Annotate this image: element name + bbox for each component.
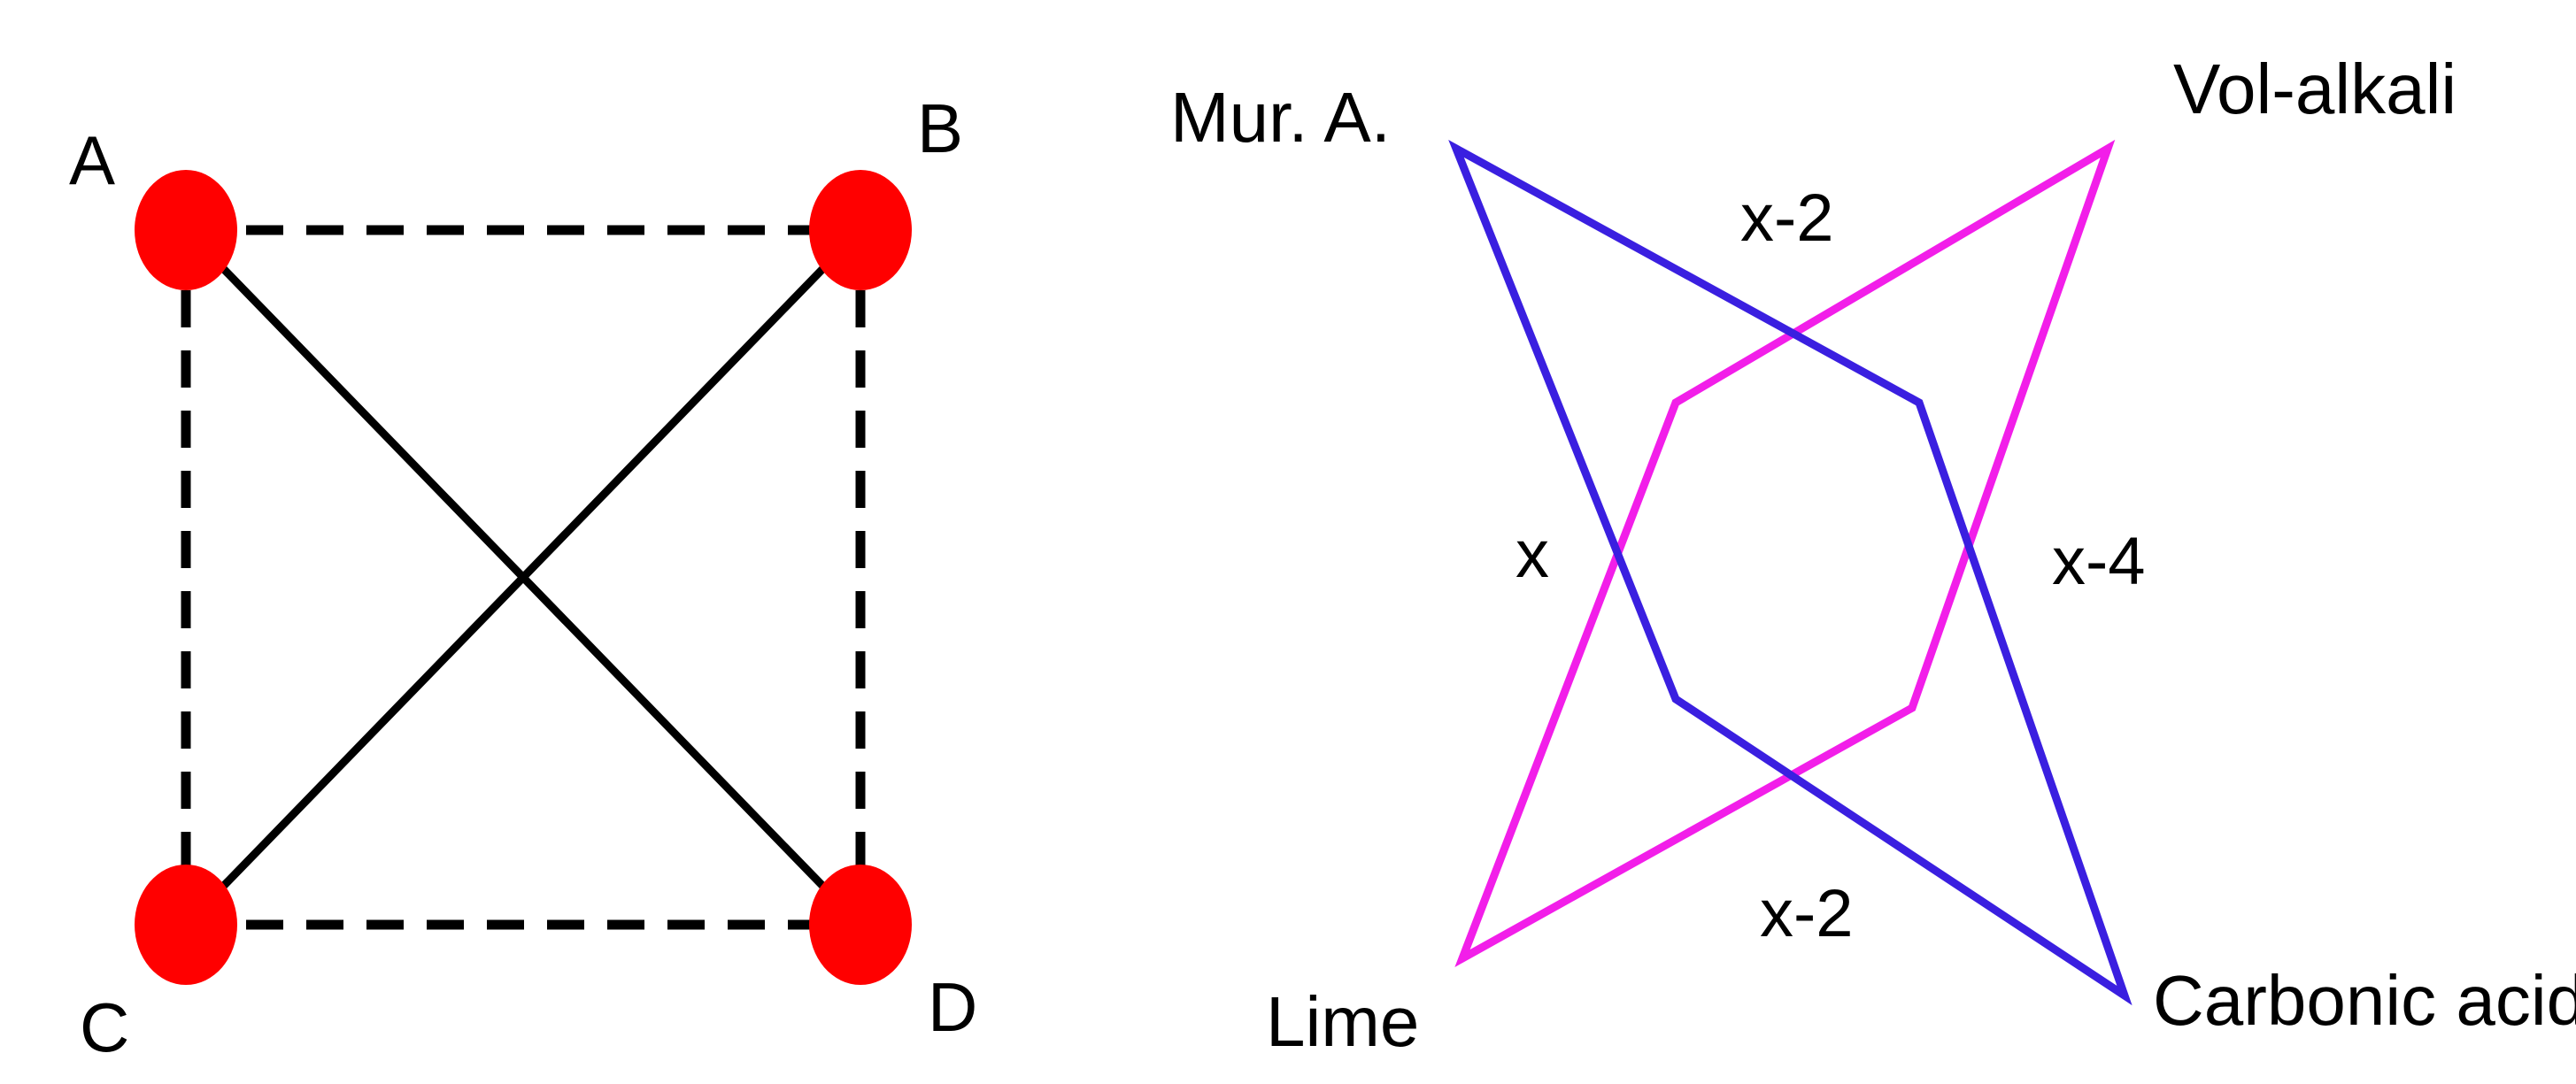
solid-edge-b-c — [182, 227, 864, 928]
node-d — [809, 865, 912, 985]
edge-label-right: x-4 — [2052, 524, 2146, 599]
label-vol-alkali: Vol-alkali — [2173, 50, 2456, 128]
magenta-path — [1454, 139, 2116, 967]
label-carbonic-acid: Carbonic acid — [2153, 961, 2576, 1040]
edge-label-bottom: x-2 — [1760, 876, 1854, 951]
node-label-c: C — [80, 988, 129, 1066]
affinity-star-diagram: Mur. A. Vol-alkali Lime Carbonic acid x-… — [1170, 50, 2576, 1061]
node-b — [809, 170, 912, 290]
square-graph: A B C D — [69, 89, 977, 1066]
edge-label-left: x — [1516, 517, 1549, 592]
node-label-b: B — [917, 89, 963, 167]
label-mur-a: Mur. A. — [1170, 78, 1391, 157]
node-label-a: A — [69, 121, 115, 199]
edge-label-top: x-2 — [1740, 181, 1834, 256]
label-lime: Lime — [1266, 982, 1419, 1061]
node-label-d: D — [928, 968, 977, 1046]
node-c — [135, 865, 237, 985]
blue-path — [1448, 140, 2133, 1006]
node-a — [135, 170, 237, 290]
